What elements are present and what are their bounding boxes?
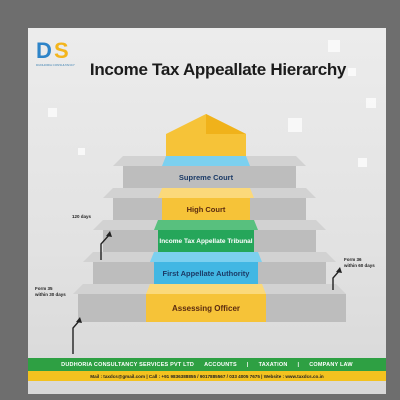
page-title: Income Tax Appeallate Hierarchy	[89, 60, 347, 79]
arrow-up-left-1	[100, 233, 111, 260]
decor-square	[358, 158, 367, 167]
level-label: Assessing Officer	[171, 303, 241, 313]
level-label: High Court	[186, 204, 226, 214]
level-label: First Appellate Authority	[162, 268, 250, 278]
column-top	[158, 188, 254, 198]
logo-letter-d: D	[36, 38, 52, 63]
step-front	[123, 166, 296, 188]
level-first-appellate: First Appellate Authority	[154, 262, 258, 284]
footer-service: COMPANY LAW	[309, 361, 353, 368]
decor-square	[288, 118, 302, 132]
level-assessing-officer: Assessing Officer	[146, 294, 266, 322]
decor-square	[366, 98, 376, 108]
arrow-up-left-2	[72, 319, 81, 354]
annotation-tribunal: Form 36 within 60 days	[344, 257, 375, 268]
decor-square	[328, 40, 340, 52]
logo-letter-s: S	[54, 38, 69, 63]
footer-contact-bar: Mail : taxdcs@gmail.com | Call : +91 983…	[28, 371, 386, 381]
column-top	[150, 252, 262, 262]
column-top	[154, 220, 258, 230]
footer-contact: Mail : taxdcs@gmail.com | Call : +91 983…	[90, 373, 324, 379]
arrow-up-right	[332, 269, 341, 290]
top-arrow-shade	[206, 114, 246, 134]
footer-service: TAXATION	[258, 361, 288, 368]
decor-square	[48, 108, 57, 117]
company-logo: D S DUDHORIA CONSULTANCY	[36, 38, 75, 68]
level-label: Supreme Court	[178, 172, 234, 182]
footer-company-name: DUDHORIA CONSULTANCY SERVICES PVT LTD	[61, 361, 195, 368]
footer-service: ACCOUNTS	[204, 361, 237, 368]
infographic-card: D S DUDHORIA CONSULTANCY Income Tax Appe…	[28, 28, 386, 394]
annotation-first-appellate: Form 35 within 30 days	[35, 286, 66, 297]
logo-tagline: DUDHORIA CONSULTANCY	[36, 63, 75, 67]
decor-square	[78, 148, 85, 155]
column-top	[162, 156, 250, 166]
column-top	[146, 284, 266, 294]
level-supreme-court: Supreme Court	[166, 166, 246, 188]
footer-company-bar: DUDHORIA CONSULTANCY SERVICES PVT LTD AC…	[28, 358, 386, 371]
decor-square	[348, 68, 356, 76]
level-label: Income Tax Appellate Tribunal	[159, 237, 253, 245]
annotation-high-court: 120 days	[72, 214, 92, 219]
level-high-court: High Court	[162, 198, 250, 220]
level-tribunal: Income Tax Appellate Tribunal	[158, 230, 254, 252]
